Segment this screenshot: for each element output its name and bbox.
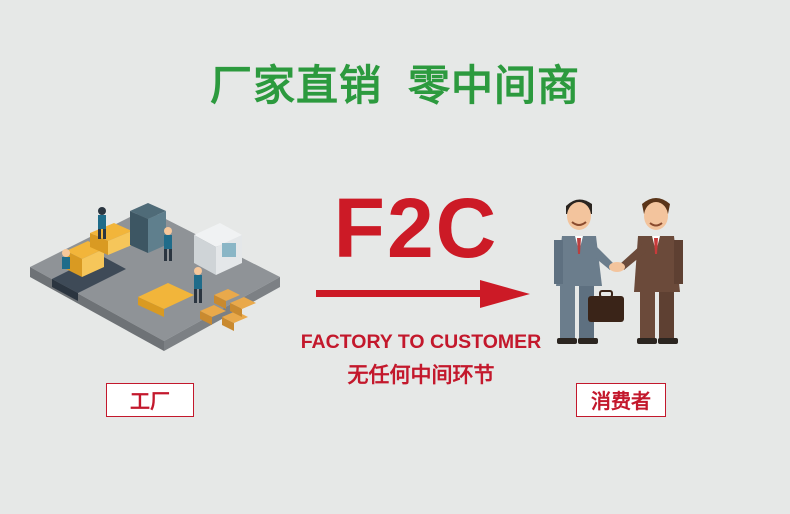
factory-illustration [30,203,280,351]
headline: 厂家直销零中间商 [0,58,790,114]
f2c-title: F2C [333,181,499,275]
consumer-label: 消费者 [576,383,666,417]
handshake-illustration [554,198,683,344]
english-subtitle: FACTORY TO CUSTOMER [300,331,542,353]
headline-part1: 厂家直销 [209,61,382,110]
chinese-subtitle: 无任何中间环节 [347,363,495,387]
right-arrow-icon [316,280,530,308]
factory-label: 工厂 [106,383,194,417]
headline-part2: 零中间商 [408,61,581,110]
